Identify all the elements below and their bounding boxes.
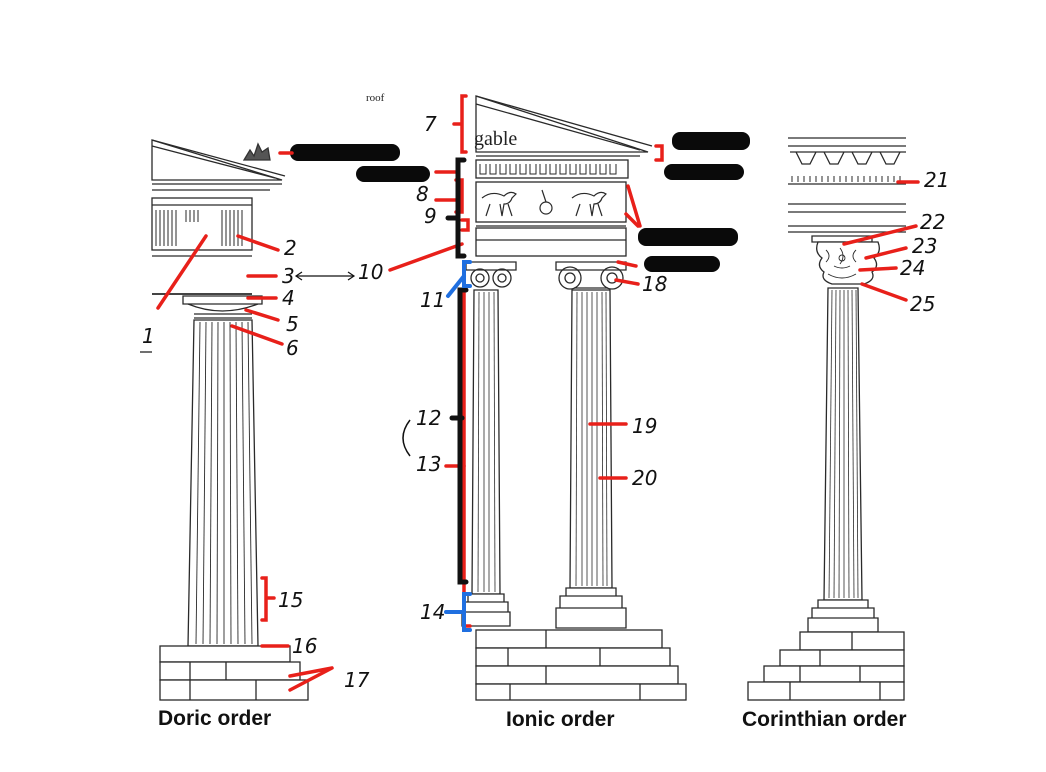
corinthian-caption: Corinthian order [742, 708, 907, 731]
black-brackets [445, 157, 469, 585]
annotation-12: 12 [416, 406, 442, 430]
annotation-3: 3 [282, 264, 295, 288]
redaction-6 [644, 256, 720, 272]
annotation-17: 17 [344, 668, 370, 692]
redaction-3 [672, 132, 750, 150]
annotation-6: 6 [286, 336, 299, 360]
ionic-caption: Ionic order [506, 708, 615, 731]
corinthian-column [747, 137, 906, 701]
annotation-18: 18 [642, 272, 668, 296]
ionic-column [461, 95, 687, 701]
doric-caption: Doric order [158, 707, 272, 730]
annotation-7: 7 [424, 112, 437, 136]
redaction-2 [356, 166, 430, 182]
annotation-25: 25 [910, 292, 936, 316]
roof-label: roof [366, 92, 385, 104]
annotation-10: 10 [358, 260, 384, 284]
redaction-marks [290, 132, 750, 272]
doric-column [151, 139, 309, 701]
annotation-19: 19 [632, 414, 658, 438]
annotation-1: 1 [142, 324, 155, 348]
annotation-16: 16 [292, 634, 318, 658]
annotation-4: 4 [282, 286, 295, 310]
redaction-4 [664, 164, 744, 180]
double-arrow [294, 271, 356, 281]
annotation-9: 9 [424, 204, 437, 228]
blue-brackets [444, 260, 472, 632]
annotation-21: 21 [924, 168, 950, 192]
annotation-14: 14 [420, 600, 446, 624]
annotation-2: 2 [284, 236, 297, 260]
annotation-20: 20 [632, 466, 658, 490]
annotation-24: 24 [900, 256, 926, 280]
annotation-23: 23 [912, 234, 938, 258]
annotation-22: 22 [920, 210, 946, 234]
parenthesis-12-13 [402, 419, 411, 457]
annotation-15: 15 [278, 588, 304, 612]
annotation-13: 13 [416, 452, 442, 476]
annotation-8: 8 [416, 182, 429, 206]
redaction-5 [638, 228, 738, 246]
gable-label: gable [474, 128, 518, 150]
redaction-1 [290, 144, 400, 161]
annotation-5: 5 [286, 312, 299, 336]
annotation-11: 11 [420, 288, 446, 312]
